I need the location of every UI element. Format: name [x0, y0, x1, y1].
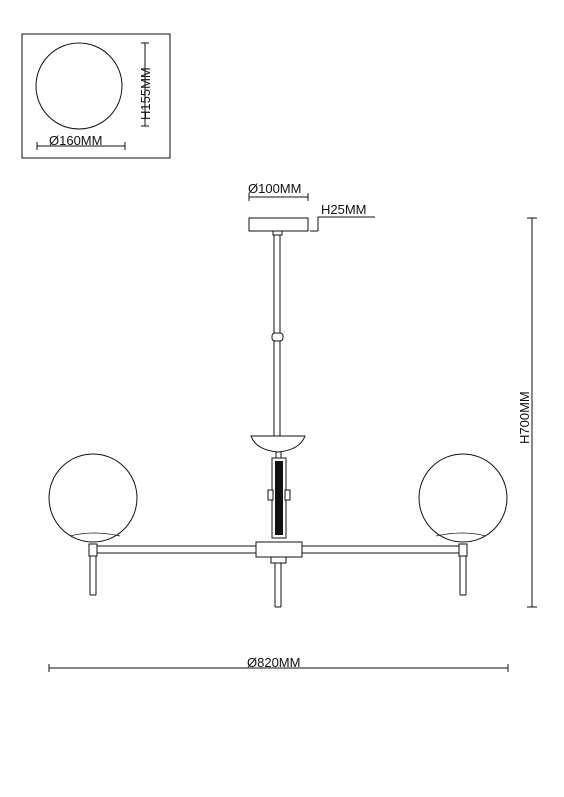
- right-globe-shade: [418, 453, 508, 543]
- stem-coupler: [271, 332, 284, 342]
- shade-height-label: H155MM: [138, 67, 153, 120]
- left-globe-neck: [69, 532, 121, 537]
- central-hub: [255, 541, 303, 558]
- canopy-height-label: H25MM: [321, 202, 367, 217]
- left-globe-shade: [48, 453, 138, 543]
- overall-width-dimension: Ø820MM: [48, 655, 509, 672]
- decorative-cup: [250, 435, 306, 453]
- body-knob-left: [267, 489, 274, 501]
- body-knob-right: [284, 489, 291, 501]
- right-globe-neck: [435, 532, 487, 537]
- left-arm-end-cap: [88, 543, 98, 557]
- central-body-insert: [275, 461, 283, 535]
- inset-frame: [21, 33, 171, 159]
- hub-collar: [270, 556, 287, 564]
- ceiling-canopy: [248, 217, 309, 232]
- shade-diameter-label: Ø160MM: [49, 133, 102, 148]
- shade-globe-detail: [35, 42, 123, 130]
- canopy-diameter-label: Ø100MM: [248, 181, 301, 196]
- canopy-dimensions: Ø100MM H25MM: [248, 181, 375, 232]
- overall-width-label: Ø820MM: [247, 655, 300, 670]
- canopy-collar: [272, 230, 283, 236]
- shade-detail-inset: H155MM Ø160MM: [21, 33, 171, 159]
- overall-height-dimension: H700MM: [517, 217, 537, 608]
- right-arm-end-cap: [458, 543, 468, 557]
- chandelier-body: [48, 217, 508, 608]
- overall-height-label: H700MM: [517, 391, 532, 444]
